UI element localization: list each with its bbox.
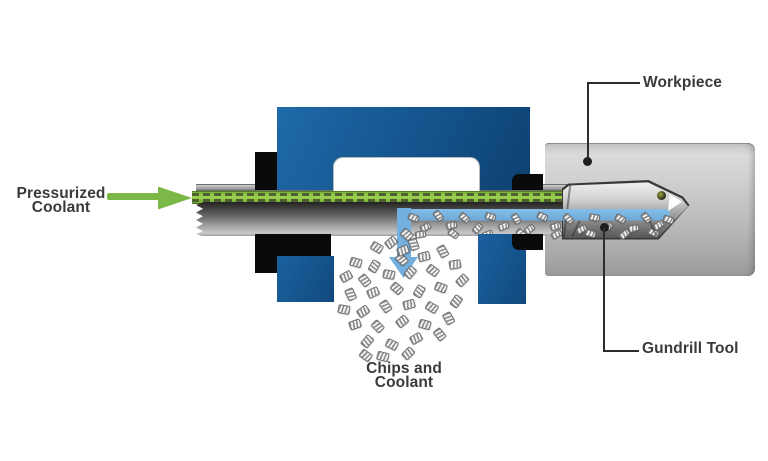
- chip: [337, 304, 351, 315]
- coolant-hole-icon: [657, 191, 666, 200]
- chip: [357, 272, 373, 288]
- chip: [367, 258, 381, 274]
- chip: [442, 310, 456, 326]
- chip: [384, 337, 400, 351]
- chip: [394, 314, 410, 329]
- chip: [412, 283, 426, 299]
- chips-coolant-line2: Coolant: [374, 373, 434, 391]
- chip: [365, 285, 381, 299]
- fixture-black-block-top-left: [255, 152, 278, 190]
- gundrill-leader-line-h: [603, 350, 639, 353]
- chip: [344, 287, 358, 302]
- gundrill-tool-label: Gundrill Tool: [642, 340, 739, 357]
- coolant-channel-dash-bottom: [192, 198, 572, 202]
- chip: [369, 240, 385, 254]
- fixture-blue-bottom-left: [277, 256, 334, 302]
- pressurized-coolant-line2: Coolant: [31, 198, 91, 216]
- workpiece-leader-line-h: [588, 81, 640, 84]
- workpiece-anchor-dot: [582, 156, 592, 166]
- chip: [424, 300, 440, 314]
- chip: [448, 259, 462, 270]
- coolant-inlet-channel: [192, 190, 572, 204]
- chips-coolant-line1: Chips and: [366, 360, 442, 377]
- chip: [432, 326, 448, 342]
- coolant-flow-arrow-shaft: [107, 193, 160, 200]
- chip: [382, 269, 396, 280]
- chip: [449, 293, 463, 309]
- chip: [408, 331, 424, 345]
- chip: [454, 273, 470, 288]
- chip: [370, 319, 386, 334]
- chip: [355, 304, 371, 319]
- chip: [347, 318, 363, 331]
- fixture-black-block-bottom-right: [512, 234, 543, 250]
- chip: [418, 318, 432, 330]
- chip: [379, 298, 393, 314]
- chip: [349, 256, 363, 268]
- chip: [417, 250, 431, 262]
- coolant-channel-dash-top: [192, 193, 572, 196]
- chip: [359, 333, 375, 349]
- coolant-flow-arrow-icon: [158, 186, 192, 210]
- gundrill-leader-line-v: [603, 228, 606, 352]
- chip: [436, 243, 450, 259]
- chip: [425, 263, 441, 278]
- chip: [400, 346, 416, 361]
- chip: [402, 298, 416, 310]
- workpiece-label: Workpiece: [643, 74, 723, 91]
- pressurized-coolant-line1: Pressurized: [16, 185, 106, 202]
- fixture-notch: [333, 157, 480, 191]
- gundrill-anchor-dot: [599, 222, 609, 232]
- workpiece-leader-line-v: [586, 81, 589, 162]
- chips-and-coolant-label: Chips and Coolant: [348, 360, 460, 391]
- fixture-black-block-top-right: [512, 174, 543, 190]
- chip: [338, 269, 354, 283]
- pressurized-coolant-label: Pressurized Coolant: [6, 185, 116, 216]
- chip: [389, 281, 405, 296]
- chip: [433, 281, 449, 294]
